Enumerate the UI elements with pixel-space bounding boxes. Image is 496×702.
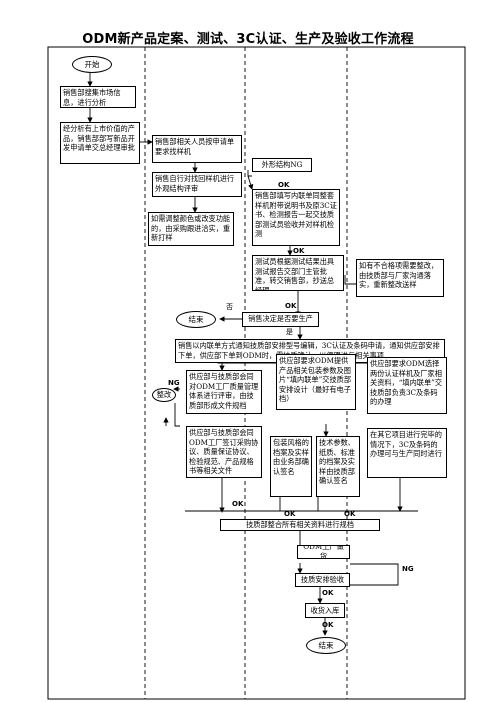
receive-box: 收货入库	[305, 603, 345, 618]
rectify-box: 整改	[152, 388, 176, 402]
test-report-box: 测试员根据测试结果出具测试报告交部门主管批准，转交销售部，抄送总经理	[252, 255, 344, 291]
manager-analysis-box: 经分析有上市价值的产品，销售部部写新品开发申请单交总经理审批	[60, 122, 140, 164]
start-terminal: 开始	[72, 56, 112, 73]
find-sample-box: 销售自行对找回样机进行外观结构评审	[152, 172, 242, 197]
tech-3c-box: 供应部要求ODM提供产品相关包装参数及图片“填内联单”交技质部安排设计（最好有电…	[276, 354, 356, 410]
collect-info-box: 销售部搜集市场信息，进行分析	[60, 86, 136, 108]
ok-label-tech-params: OK	[344, 510, 356, 518]
not-conform-box: 如有不合格项需要整改，由技质部与厂家沟通落实，重新整改送样	[356, 259, 444, 297]
ok-label-sign-agreement: OK	[232, 500, 244, 508]
adjust-color-box: 如需调整颜色或改变功能的，由采购跟进洽实，重新打样	[148, 212, 234, 246]
no-label: 否	[226, 303, 233, 311]
tech-params-box: 技术参数、纸质、标准的档案及实样由技质部确认签名	[316, 436, 360, 497]
ng-label-inspect: NG	[402, 565, 414, 573]
decide-production-box: 销售决定是否要生产	[242, 312, 319, 327]
page-title: ODM新产品定案、测试、3C认证、生产及验收工作流程	[82, 32, 414, 47]
supply-eval-box: 供应部与技质部会同对ODM工厂质量管理体系进行评审，由技质部形成文件规档	[186, 370, 262, 414]
ok-label-pkg-design: OK	[284, 510, 296, 518]
sample-sheet-box: 销售部相关人员按申请单要求找样机	[152, 135, 242, 163]
inspect-box: 技质安排验收	[295, 573, 350, 587]
ok-label-inspect: OK	[322, 589, 334, 597]
ok-label-test-report: OK	[285, 302, 297, 310]
ng-label-rectify: NG	[168, 379, 180, 387]
outer-frame	[47, 46, 466, 700]
apply-3c-box: 供应部要求ODM选择两份认证样机及厂家相关资料，“填内联单”交技质部负责3C及条…	[367, 357, 447, 414]
sign-agreement-box: 供应部与技质部会同ODM工厂签订采购协议、质量保证协议、检验规范、产品规格书等相…	[186, 426, 262, 478]
ok-label-receive: OK	[322, 621, 334, 629]
is-label: 是	[286, 328, 293, 336]
end-terminal-bottom: 结束	[306, 637, 346, 654]
end-terminal-left: 结束	[176, 311, 216, 328]
after-cert-box: 在其它项目进行完毕的情况下，3C及条码的办理可与生产同时进行	[367, 428, 447, 478]
ok-label-fill-order: OK	[293, 247, 305, 255]
ok-label-find-sample: OK	[278, 181, 290, 189]
fill-order-box: 销售部填写内联单同整套样机附带说明书及原3C证书、检测报告一起交技质部测试员验收…	[252, 189, 340, 246]
odm-production-box: ODM工厂做货	[297, 545, 350, 559]
consolidate-box: 技质部整合所有相关资料进行规档	[220, 519, 380, 531]
ext-ng-box: 外形结构NG	[252, 158, 312, 172]
pkg-design-box: 包装风格的档案及实样由业务部确认签名	[270, 436, 312, 497]
